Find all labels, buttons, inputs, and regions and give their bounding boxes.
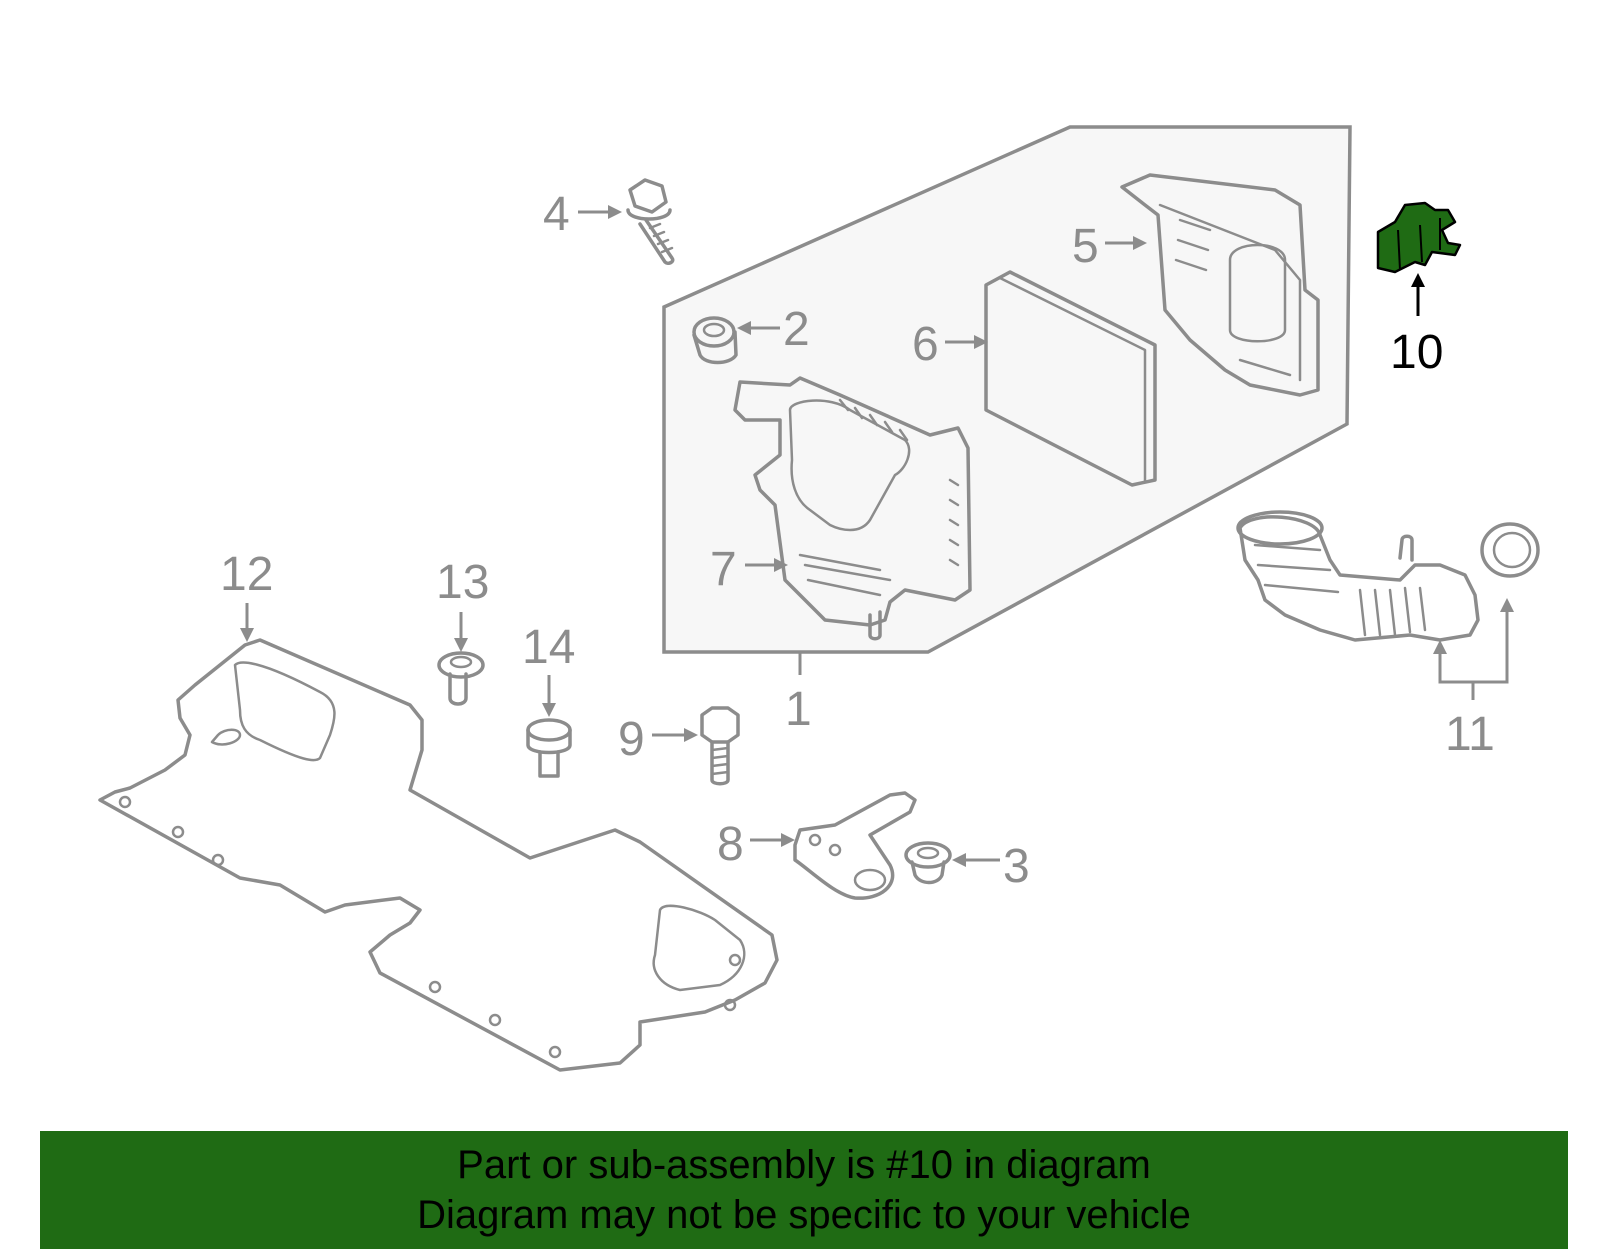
part-2-grommet (692, 316, 738, 365)
callout-13: 13 (436, 556, 489, 609)
callout-1: 1 (785, 683, 812, 736)
part-6-filter-element (984, 270, 1157, 487)
callout-11: 11 (1445, 708, 1495, 761)
banner-line-part: Part or sub-assembly is #10 in diagram (457, 1143, 1151, 1187)
callout-14: 14 (522, 621, 575, 674)
part-7-lower-housing (733, 376, 972, 641)
callout-3: 3 (1003, 840, 1030, 893)
callout-6: 6 (912, 318, 939, 371)
callout-8: 8 (717, 818, 744, 871)
callout-4: 4 (543, 188, 570, 241)
part-5-upper-housing (1120, 173, 1320, 397)
part-4-bolt (626, 178, 675, 265)
callout-5: 5 (1072, 220, 1099, 273)
parts-diagram: 1 2 3 4 5 6 7 8 9 10 11 12 13 14 (98, 125, 1540, 1072)
assembly-group-box (662, 125, 1352, 654)
callout-10: 10 (1390, 326, 1443, 379)
callout-9: 9 (618, 713, 645, 766)
part-12-undercover (98, 638, 779, 1072)
part-13-clip (437, 651, 485, 706)
part-10-sensor (1376, 201, 1462, 274)
callout-7: 7 (710, 543, 737, 596)
part-11-intake-hose (1236, 510, 1540, 642)
info-banner: Part or sub-assembly is #10 in diagram D… (40, 1131, 1568, 1249)
callout-arrows (240, 205, 1514, 867)
callout-12: 12 (220, 548, 273, 601)
part-8-bracket (793, 791, 917, 900)
part-3-grommet (904, 841, 952, 885)
banner-line-disclaimer: Diagram may not be specific to your vehi… (417, 1193, 1191, 1237)
part-9-bolt (700, 706, 740, 786)
callout-2: 2 (783, 303, 810, 356)
part-14-fastener (526, 718, 572, 778)
